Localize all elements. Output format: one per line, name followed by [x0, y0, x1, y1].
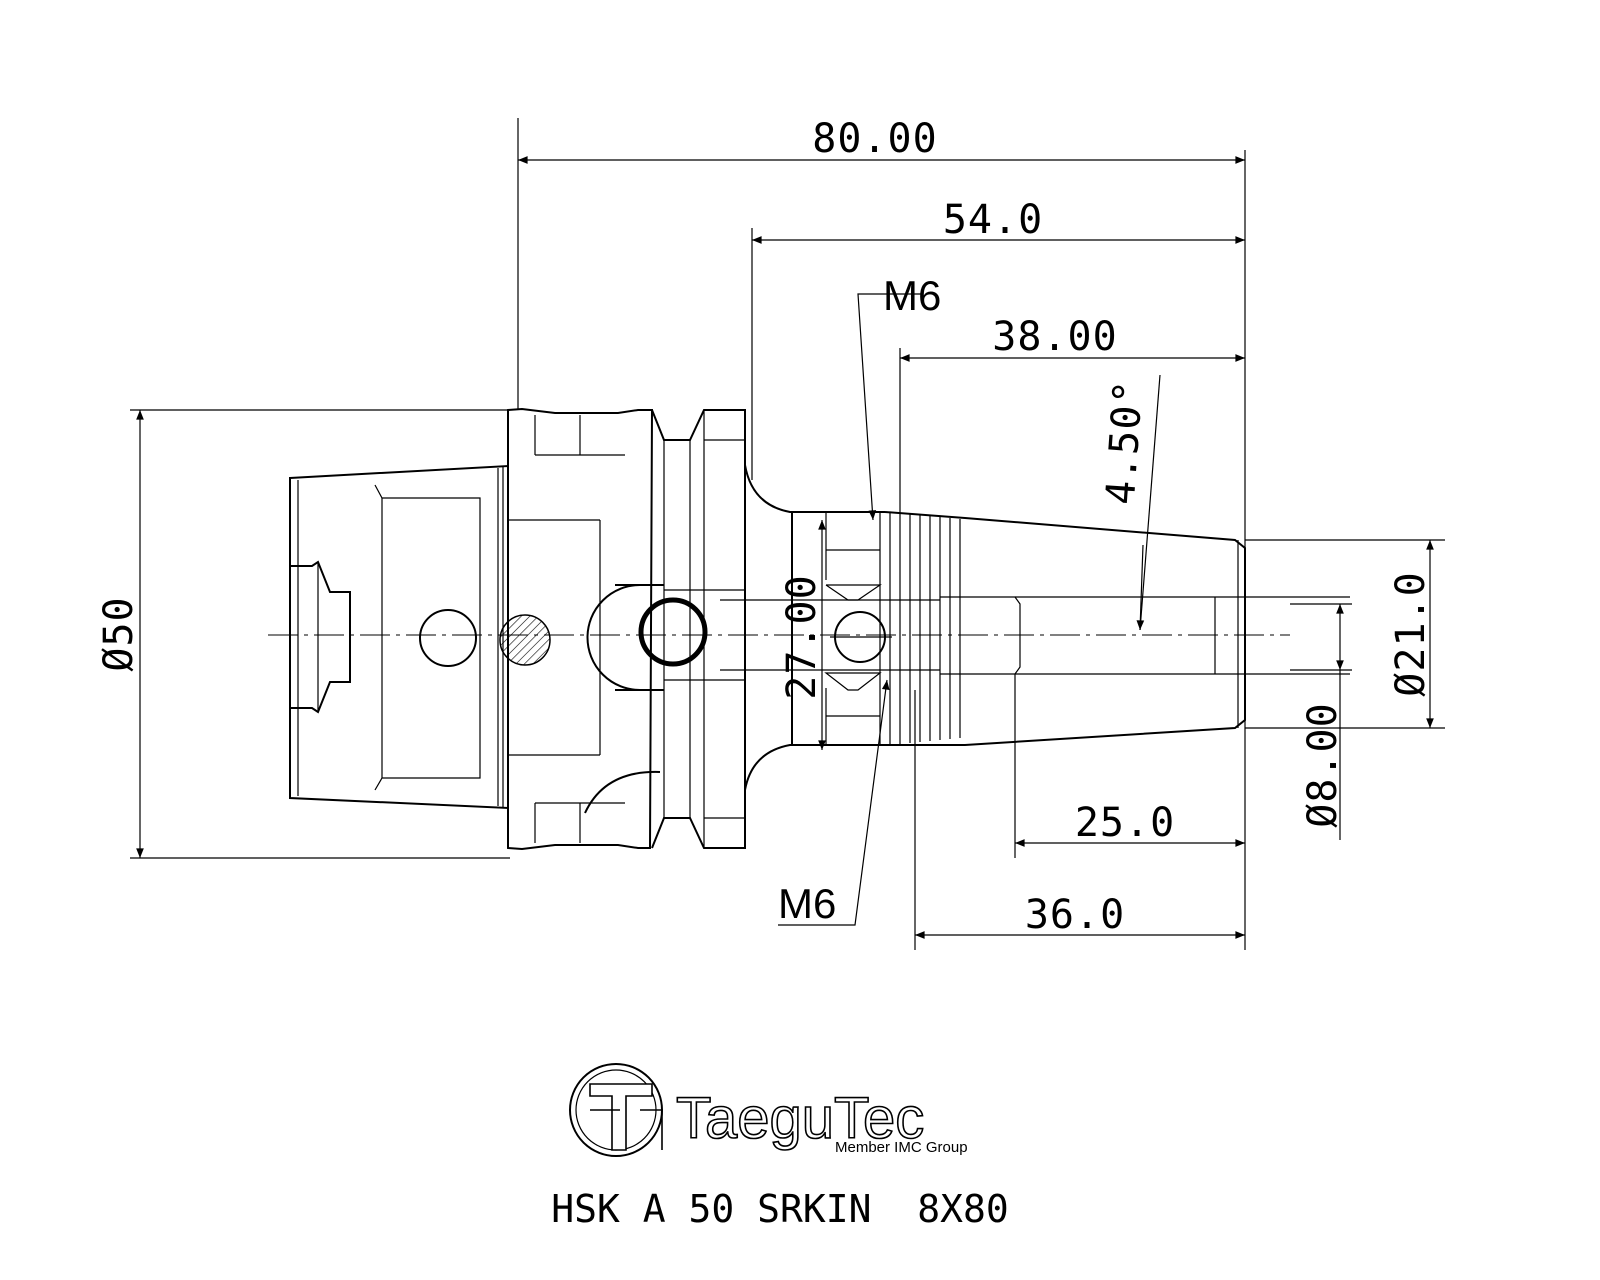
callout-thread-bottom: M6: [778, 880, 836, 927]
tool-holder-outline: [268, 407, 1350, 851]
taegutec-emblem-icon: [569, 1063, 663, 1157]
dim-taper-angle: 4.50°: [1098, 378, 1153, 506]
dim-overall-length: 80.00: [812, 116, 937, 162]
dim-clamp-length: 25.0: [1075, 800, 1175, 846]
dim-nose-diameter: Ø21.0: [1388, 571, 1434, 696]
dim-flange-diameter: Ø50: [96, 596, 142, 671]
dimension-lines: [130, 118, 1445, 950]
taegutec-logo: TaeguTec Member IMC Group: [569, 1063, 968, 1157]
dim-length-38: 38.00: [992, 314, 1117, 360]
dim-screw-spacing: 27.00: [779, 574, 825, 699]
logo-brand-text: TaeguTec: [676, 1086, 924, 1151]
dim-length-36: 36.0: [1025, 892, 1125, 938]
callout-thread-top: M6: [883, 272, 941, 319]
cross-holes: [419, 584, 892, 814]
logo-tagline: Member IMC Group: [835, 1139, 968, 1156]
part-number-title: HSK A 50 SRKIN 8X80: [551, 1187, 1009, 1231]
dim-length-54: 54.0: [943, 197, 1043, 243]
dim-bore-diameter: Ø8.00: [1300, 702, 1346, 827]
thread-section: [889, 512, 961, 745]
